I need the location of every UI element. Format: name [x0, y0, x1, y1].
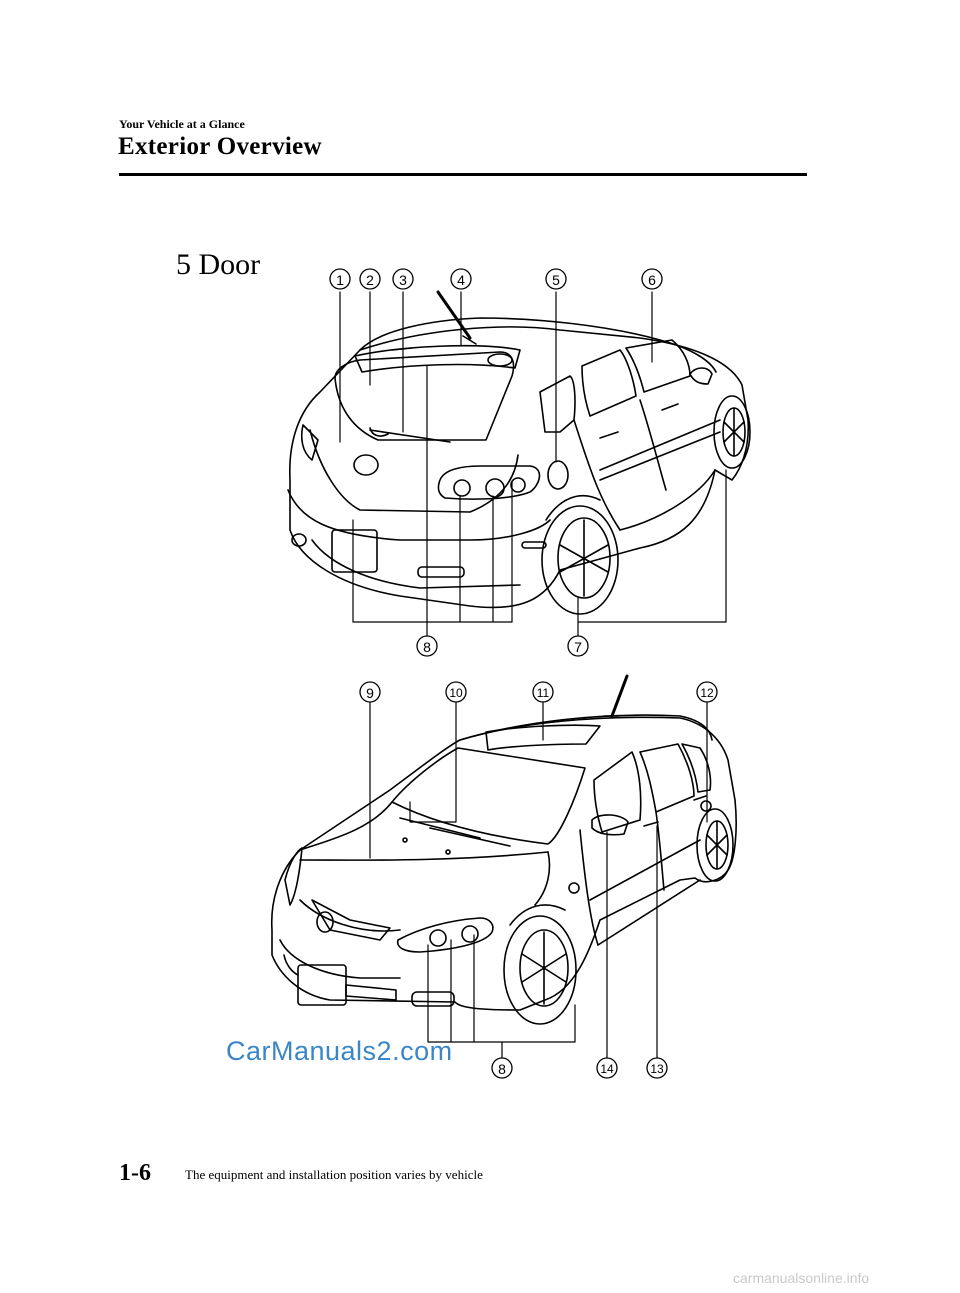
callout-13-number: 13: [650, 1062, 664, 1076]
callout-10-number: 10: [449, 686, 463, 700]
callout-4-number: 4: [457, 272, 465, 288]
callout-7-badge: 7: [567, 635, 589, 657]
callout-9-badge: 9: [359, 681, 381, 703]
callout-3-badge: 3: [392, 268, 414, 290]
callout-2-number: 2: [366, 272, 374, 288]
title-divider: [119, 173, 807, 176]
callout-8-rear-number: 8: [423, 639, 431, 655]
callout-9-number: 9: [366, 685, 374, 701]
callout-12-badge: 12: [696, 681, 718, 703]
callout-3-number: 3: [399, 272, 407, 288]
front-leader-lines: [369, 701, 708, 1059]
page-number: 1-6: [119, 1160, 151, 1186]
body-style-label: 5 Door: [176, 248, 261, 281]
rear-view-car: [287, 290, 751, 615]
callout-1-badge: 1: [329, 268, 351, 290]
callout-8-front-number: 8: [498, 1061, 506, 1077]
callout-7-number: 7: [574, 639, 582, 655]
section-label: Your Vehicle at a Glance: [119, 117, 245, 131]
watermark: CarManuals2.com: [226, 1036, 453, 1066]
page-title: Exterior Overview: [118, 133, 322, 160]
callout-4-badge: 4: [450, 268, 472, 290]
callout-11-badge: 11: [532, 681, 554, 703]
callout-5-badge: 5: [545, 268, 567, 290]
callout-6-badge: 6: [641, 268, 663, 290]
callout-8-rear-badge: 8: [416, 635, 438, 657]
callout-8-front-badge: 8: [491, 1057, 513, 1079]
callout-14-number: 14: [600, 1062, 614, 1076]
rear-leader-lines: [339, 291, 727, 637]
callout-5-number: 5: [552, 272, 560, 288]
callout-11-number: 11: [537, 686, 550, 700]
callout-6-number: 6: [648, 272, 656, 288]
callout-13-badge: 13: [646, 1057, 668, 1079]
front-view-callouts: 9 10 11 12 8 14 13: [359, 681, 718, 1079]
callout-1-number: 1: [336, 272, 344, 288]
footer-note: The equipment and installation position …: [185, 1167, 483, 1182]
callout-12-number: 12: [700, 686, 714, 700]
callout-2-badge: 2: [359, 268, 381, 290]
callout-10-badge: 10: [445, 681, 467, 703]
callout-14-badge: 14: [596, 1057, 618, 1079]
site-footer: carmanualsonline.info: [733, 1270, 870, 1286]
rear-view-callouts: 1 2 3 4 5 6 7 8: [329, 268, 663, 657]
front-view-car: [270, 674, 737, 1025]
